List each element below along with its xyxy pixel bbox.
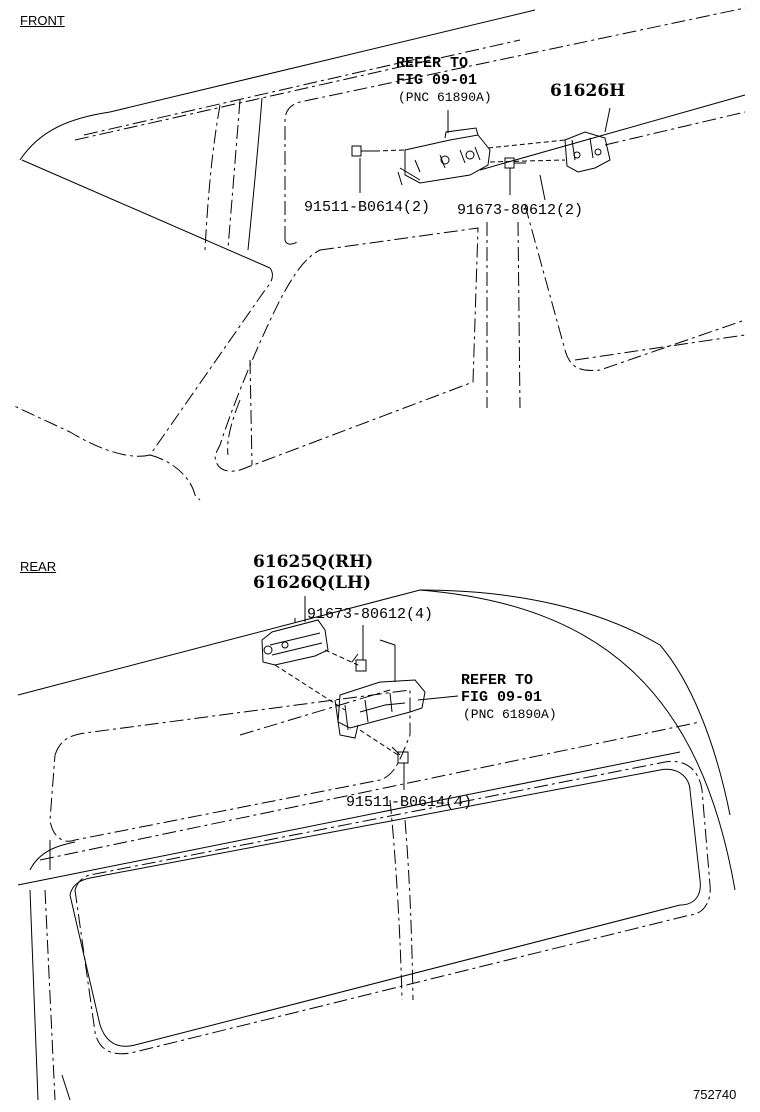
rear-screw-91673 bbox=[352, 625, 366, 671]
front-leader-lines bbox=[375, 108, 610, 408]
rear-leader-lines bbox=[275, 596, 398, 755]
rear-bracket-61625q-61626q bbox=[262, 618, 328, 665]
rear-part-screw-label: 91673-80612(4) bbox=[307, 606, 434, 623]
rear-refer-line2: FIG 09-01 bbox=[461, 689, 543, 706]
front-refer-line3: (PNC 61890A) bbox=[398, 90, 492, 105]
rear-bolt-91511 bbox=[392, 747, 408, 790]
front-part-screw-label: 91673-80612(2) bbox=[457, 202, 584, 219]
front-refer-line2: FIG 09-01 bbox=[396, 72, 478, 89]
front-bracket-61626h bbox=[565, 132, 610, 172]
rear-assist-grip-handle bbox=[335, 680, 458, 738]
front-part-bracket-label: 61626H bbox=[550, 81, 626, 101]
front-refer-line1: REFER TO bbox=[396, 55, 469, 72]
front-vehicle-outline bbox=[12, 8, 745, 500]
front-assist-grip-handle bbox=[398, 128, 490, 185]
rear-part-bolt-label: 91511-B0614(4) bbox=[346, 794, 473, 811]
front-part-bolt-label: 91511-B0614(2) bbox=[304, 199, 431, 216]
front-screw-91673 bbox=[505, 158, 526, 195]
front-bolt-91511 bbox=[352, 146, 375, 193]
figure-code: 752740 bbox=[693, 1087, 737, 1102]
section-title-rear: REAR bbox=[20, 559, 57, 574]
section-title-front: FRONT bbox=[20, 13, 65, 28]
rear-part-lh-label: 61626Q(LH) bbox=[253, 573, 372, 593]
rear-refer-line3: (PNC 61890A) bbox=[463, 707, 557, 722]
rear-refer-line1: REFER TO bbox=[461, 672, 534, 689]
rear-vehicle-outline bbox=[18, 590, 735, 1100]
rear-part-rh-label: 61625Q(RH) bbox=[253, 552, 374, 572]
